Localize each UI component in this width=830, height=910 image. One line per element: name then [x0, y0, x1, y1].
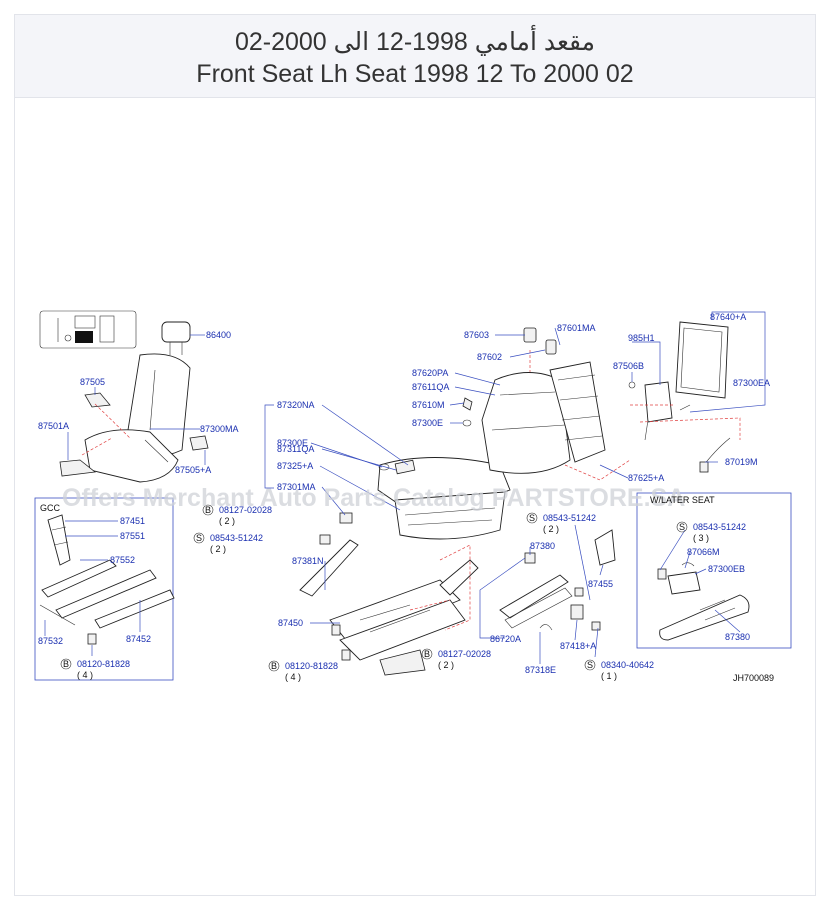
power-seat-box — [636, 492, 792, 649]
part-label[interactable]: 87325+A — [277, 461, 313, 471]
part-label[interactable]: 87019M — [725, 457, 758, 467]
svg-text:B: B — [63, 659, 69, 669]
part-label[interactable]: 08120-81828 — [77, 659, 130, 669]
seat-frame-drawing — [329, 559, 479, 676]
quantity-label: ( 2 ) — [543, 524, 559, 534]
part-label[interactable]: 87551 — [120, 531, 145, 541]
quantity-label: ( 4 ) — [285, 672, 301, 682]
part-label[interactable]: 87505+A — [175, 465, 211, 475]
part-label[interactable]: 87603 — [464, 330, 489, 340]
part-label[interactable]: 87506B — [613, 361, 644, 371]
part-label[interactable]: 87318E — [525, 665, 556, 675]
quantity-label: ( 4 ) — [77, 670, 93, 680]
part-label[interactable]: 87532 — [38, 636, 63, 646]
watermark: Offers Merchant Auto Parts Catalog PARTS… — [62, 484, 685, 512]
part-label[interactable]: 87602 — [477, 352, 502, 362]
part-label[interactable]: 87300EB — [708, 564, 745, 574]
quantity-label: ( 1 ) — [601, 671, 617, 681]
back-board-drawing — [628, 321, 731, 473]
part-label[interactable]: 08340-40642 — [601, 660, 654, 670]
svg-text:B: B — [271, 661, 277, 671]
quantity-label: ( 2 ) — [438, 660, 454, 670]
svg-text:S: S — [196, 533, 202, 543]
part-label[interactable]: 87301MA — [277, 482, 316, 492]
part-label[interactable]: 87611QA — [412, 382, 449, 392]
vehicle-thumbnail — [39, 310, 137, 349]
part-label[interactable]: 86720A — [490, 634, 521, 644]
fastener-markers: B S B B B S S S — [60, 504, 688, 672]
part-label[interactable]: 08543-51242 — [543, 513, 596, 523]
quantity-label: ( 2 ) — [210, 544, 226, 554]
part-label[interactable]: 87380 — [530, 541, 555, 551]
title-english: Front Seat Lh Seat 1998 12 To 2000 02 — [196, 60, 634, 88]
part-label[interactable]: 87610M — [412, 400, 445, 410]
power-seat-box-label: W/LATER SEAT — [650, 495, 715, 505]
seat-back-drawing — [462, 327, 606, 474]
part-label[interactable]: 87640+A — [710, 312, 746, 322]
title-arabic: مقعد أمامي 1998-12 الى 2000-02 — [234, 28, 596, 56]
part-label[interactable]: 87452 — [126, 634, 151, 644]
svg-text:S: S — [529, 513, 535, 523]
svg-text:S: S — [587, 660, 593, 670]
part-label[interactable]: 985H1 — [628, 333, 655, 343]
part-label[interactable]: 87320NA — [277, 400, 315, 410]
part-label[interactable]: 87300E — [412, 418, 443, 428]
part-label[interactable]: 87418+A — [560, 641, 596, 651]
part-label[interactable]: 87501A — [38, 421, 69, 431]
part-label[interactable]: 87380 — [725, 632, 750, 642]
page-header: مقعد أمامي 1998-12 الى 2000-02 Front Sea… — [15, 15, 815, 98]
part-label[interactable]: 87300E — [277, 438, 308, 448]
gcc-box — [34, 497, 174, 681]
side-cover-drawing — [499, 529, 616, 631]
svg-text:B: B — [424, 649, 430, 659]
part-label[interactable]: 87552 — [110, 555, 135, 565]
seat-assembly-drawing — [59, 321, 209, 483]
svg-text:B: B — [205, 505, 211, 515]
part-label[interactable]: 08127-02028 — [438, 649, 491, 659]
part-label[interactable]: 87455 — [588, 579, 613, 589]
quantity-label: ( 3 ) — [693, 533, 709, 543]
part-label[interactable]: 08127-02028 — [219, 505, 272, 515]
part-label[interactable]: 87625+A — [628, 473, 664, 483]
power-seat-switch-drawing — [657, 562, 750, 641]
part-label[interactable]: 87450 — [278, 618, 303, 628]
part-label[interactable]: 87601MA — [557, 323, 596, 333]
seat-track-gcc — [39, 514, 175, 645]
part-label[interactable]: 87066M — [687, 547, 720, 557]
part-label[interactable]: 08120-81828 — [285, 661, 338, 671]
part-label[interactable]: 08543-51242 — [210, 533, 263, 543]
part-label[interactable]: 86400 — [206, 330, 231, 340]
part-label[interactable]: 87300EA — [733, 378, 770, 388]
part-label[interactable]: 08543-51242 — [693, 522, 746, 532]
part-label[interactable]: 87311QA — [277, 444, 314, 454]
part-label[interactable]: 87300MA — [200, 424, 239, 434]
diagram-code: JH700089 — [733, 673, 774, 683]
part-label[interactable]: 87505 — [80, 377, 105, 387]
gcc-label: GCC — [40, 503, 61, 513]
seat-cushion-drawing — [299, 457, 511, 597]
quantity-label: ( 2 ) — [219, 516, 235, 526]
leader-lines — [44, 311, 766, 664]
part-label[interactable]: 87620PA — [412, 368, 448, 378]
part-label[interactable]: 87381N — [292, 556, 324, 566]
svg-text:S: S — [679, 522, 685, 532]
part-label[interactable]: 87451 — [120, 516, 145, 526]
